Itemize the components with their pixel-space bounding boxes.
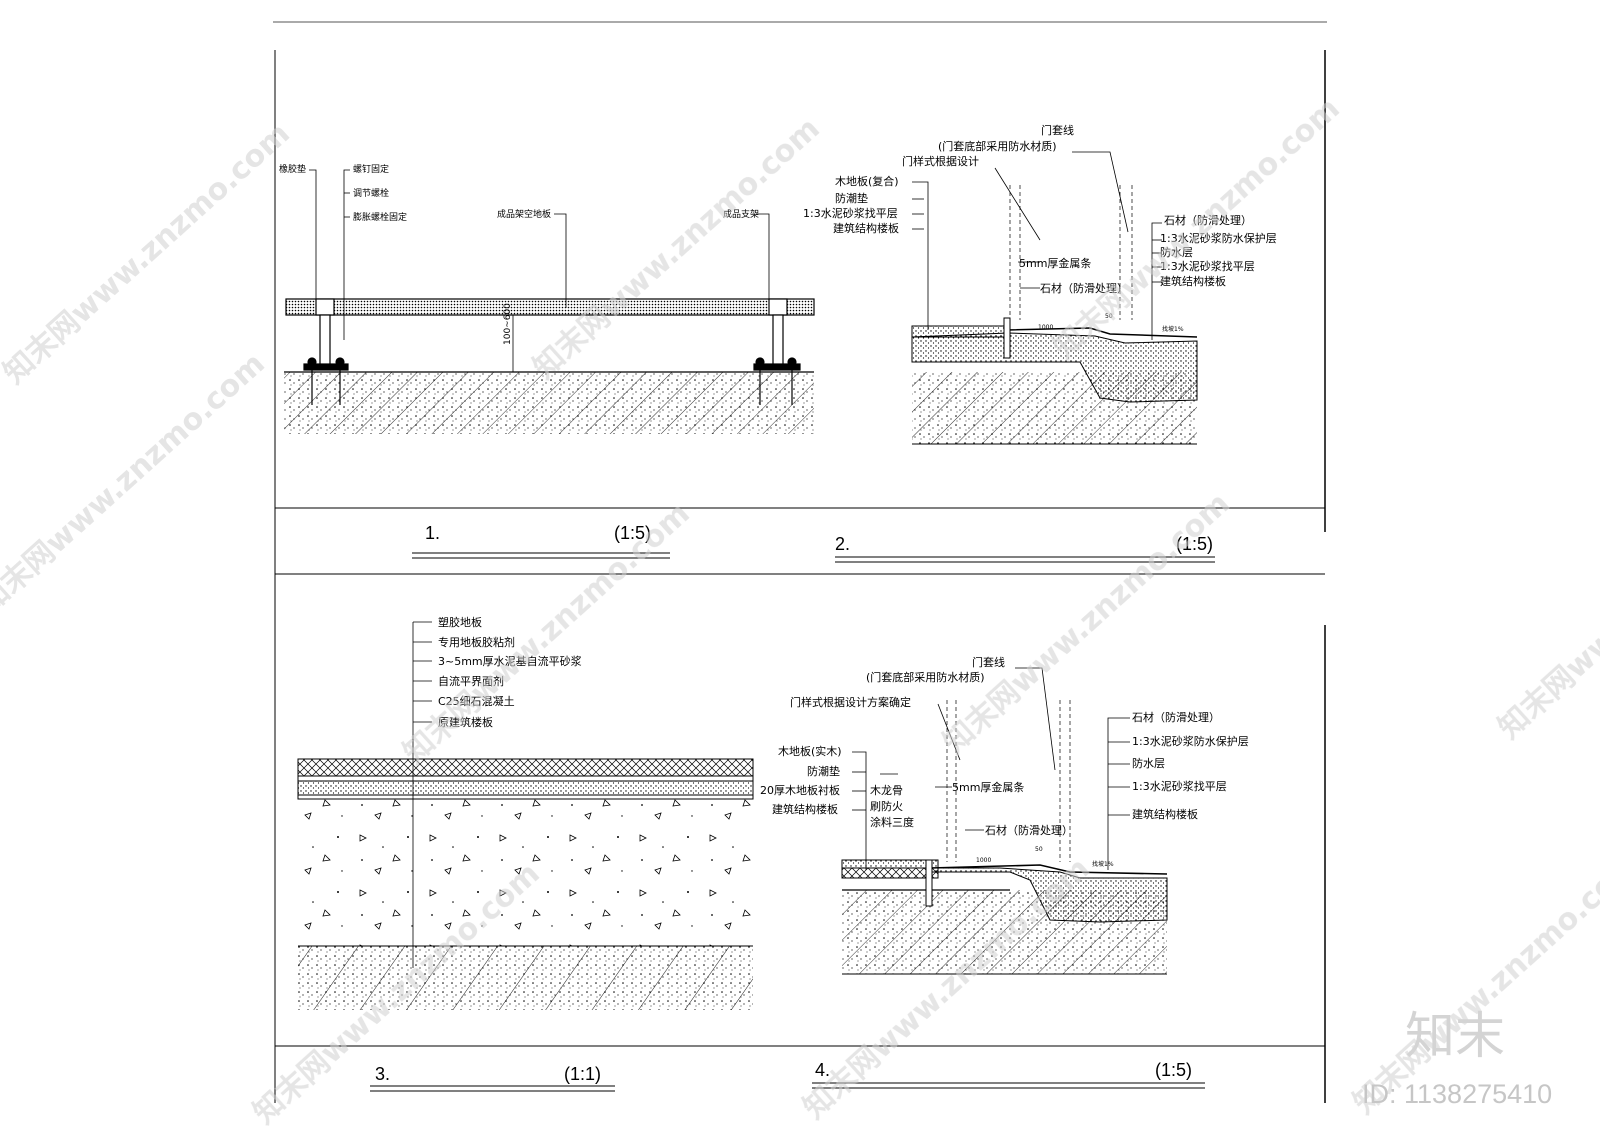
- watermark-text: 知末网www.znzmo.com: [0, 346, 272, 621]
- panel-3-number: 3.: [375, 1064, 390, 1084]
- panel-3-scale: (1:1): [564, 1064, 601, 1084]
- p2-right-waterproof: 防水层: [1160, 245, 1193, 259]
- p2-small-1000: 1000: [1038, 324, 1053, 331]
- watermark-text: 知末网www.znzmo.com: [0, 116, 297, 391]
- panel-4-drawing: 门套线 (门套底部采用防水材质) 门样式根据设计方案确定 木地板(实木) 防潮垫…: [760, 655, 1249, 975]
- panel-3-caption: 3. (1:1): [370, 1064, 615, 1092]
- panel-1-drawing: 100~600 橡胶垫 螺钉固定 调节螺栓 膨胀螺栓固定 成品架空地板 成品支架: [279, 163, 815, 434]
- label-support: 成品支架: [723, 208, 759, 220]
- p4-door-style: 门样式根据设计方案确定: [790, 695, 911, 709]
- p2-small-slope: 找坡1%: [1162, 325, 1184, 333]
- panel-4-scale: (1:5): [1155, 1060, 1192, 1080]
- label-rubber-pad: 橡胶垫: [279, 163, 306, 175]
- p4-right-structure: 建筑结构楼板: [1132, 807, 1198, 821]
- support-pedestal-right: [753, 314, 801, 405]
- panel-4-number: 4.: [815, 1060, 830, 1080]
- p4-right-leveling: 1:3水泥砂浆找平层: [1132, 779, 1227, 793]
- p3-concrete: C25细石混凝土: [438, 694, 515, 708]
- label-raised-floor: 成品架空地板: [497, 208, 551, 220]
- p4-right-waterproof: 防水层: [1132, 756, 1165, 770]
- p4-small-50: 50: [1035, 846, 1043, 853]
- p4-fireproof: 刷防火: [870, 799, 903, 813]
- p3-interface-agent: 自流平界面剂: [438, 674, 504, 688]
- panel-2-caption: 2. (1:5): [835, 534, 1215, 563]
- p4-metal-strip: 5mm厚金属条: [952, 780, 1024, 794]
- p3-plastic-floor: 塑胶地板: [438, 615, 482, 629]
- p4-door-frame-note: (门套底部采用防水材质): [866, 670, 985, 684]
- panel-1-number: 1.: [425, 523, 440, 543]
- p4-small-1000: 1000: [976, 857, 991, 864]
- p4-right-protect: 1:3水泥砂浆防水保护层: [1132, 734, 1249, 748]
- label-adjust-bolt: 调节螺栓: [353, 187, 389, 199]
- p2-door-frame-note: (门套底部采用防水材质): [938, 139, 1057, 153]
- sheet-frame: [273, 21, 1327, 1103]
- watermark-layer: 知末网www.znzmo.com 知末网www.znzmo.com 知末网www…: [0, 91, 1600, 1130]
- p2-door-frame: 门套线: [1041, 123, 1074, 137]
- label-screw-fixing: 螺钉固定: [353, 163, 389, 175]
- panel-3-drawing: 塑胶地板 专用地板胶粘剂 3~5mm厚水泥基自流平砂浆 自流平界面剂 C25细石…: [297, 615, 754, 1010]
- p2-right-stone: 石材（防滑处理）: [1164, 213, 1252, 227]
- p4-stone-mid: 石材（防滑处理）: [985, 823, 1073, 837]
- panel-2-number: 2.: [835, 534, 850, 554]
- label-expansion-bolt: 膨胀螺栓固定: [353, 211, 407, 223]
- p4-paint: 涂料三度: [870, 815, 914, 829]
- panel-2-drawing: 门套线 (门套底部采用防水材质) 门样式根据设计 木地板(复合) 防潮垫 1:3…: [803, 123, 1277, 445]
- watermark-text: 知末网www.znzmo.com: [1047, 91, 1347, 366]
- plastic-floor-layer: [297, 758, 754, 777]
- p4-wood-floor: 木地板(实木): [778, 744, 842, 758]
- p3-self-leveling: 3~5mm厚水泥基自流平砂浆: [438, 654, 582, 668]
- p3-original-slab: 原建筑楼板: [438, 715, 493, 729]
- p4-small-slope: 找坡1%: [1092, 860, 1114, 868]
- watermark-text: 知末网www.znzmo.com: [1492, 471, 1600, 746]
- watermark-text: 知末网www.znzmo.com: [397, 496, 697, 771]
- p4-structure: 建筑结构楼板: [772, 802, 838, 816]
- panel-2-scale: (1:5): [1176, 534, 1213, 554]
- p2-door-style: 门样式根据设计: [902, 154, 979, 168]
- p2-small-50: 50: [1105, 313, 1113, 320]
- panel-1-caption: 1. (1:5): [412, 523, 670, 559]
- p2-structure: 建筑结构楼板: [833, 221, 899, 235]
- p4-joist: 木龙骨: [870, 784, 903, 797]
- p4-moisture-pad: 防潮垫: [807, 764, 840, 778]
- dimension-label: 100~600: [503, 303, 513, 345]
- p3-adhesive: 专用地板胶粘剂: [438, 635, 515, 649]
- panel-1-scale: (1:5): [614, 523, 651, 543]
- support-pedestal-left: [303, 314, 349, 405]
- brand-watermark: 知末: [1405, 1007, 1505, 1065]
- p2-moisture-pad: 防潮垫: [835, 191, 868, 205]
- p2-metal-strip: 5mm厚金属条: [1019, 256, 1091, 270]
- p4-door-frame: 门套线: [972, 655, 1005, 669]
- p2-right-structure: 建筑结构楼板: [1160, 274, 1226, 288]
- p2-right-leveling: 1:3水泥砂浆找平层: [1160, 259, 1255, 273]
- p4-subfloor: 20厚木地板衬板: [760, 783, 840, 797]
- p2-stone-mid: 石材（防滑处理）: [1040, 281, 1128, 295]
- p2-leveling: 1:3水泥砂浆找平层: [803, 206, 898, 220]
- panel-4-caption: 4. (1:5): [812, 1060, 1205, 1089]
- p2-wood-floor: 木地板(复合): [835, 174, 899, 188]
- id-label: ID: 1138275410: [1362, 1079, 1552, 1109]
- p2-right-protect: 1:3水泥砂浆防水保护层: [1160, 231, 1277, 245]
- p4-right-stone: 石材（防滑处理）: [1132, 710, 1220, 724]
- raised-floor-panel: [285, 298, 815, 316]
